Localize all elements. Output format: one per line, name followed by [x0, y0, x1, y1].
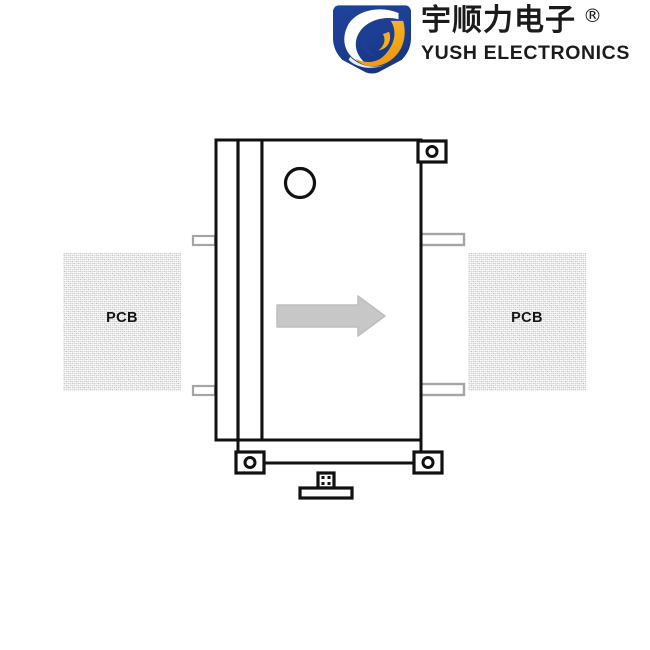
pcb-label: PCB — [511, 310, 543, 326]
mounting-bracket-bottom-left — [234, 450, 266, 475]
pcb-panel-input: PCB — [63, 253, 181, 391]
left-guide-rail-lower — [191, 384, 217, 397]
round-port-icon — [283, 166, 317, 200]
company-logo-header: 宇顺力电子 ® YUSH ELECTRONICS — [333, 2, 645, 80]
registered-trademark-icon: ® — [583, 5, 602, 27]
mounting-bracket-top-right — [416, 139, 448, 164]
yush-swirl-logo-icon — [333, 5, 411, 74]
pcb-label: PCB — [106, 310, 138, 326]
right-guide-rail-lower — [414, 382, 466, 397]
right-guide-rail-upper — [414, 232, 466, 247]
brand-text-block: 宇顺力电子 ® YUSH ELECTRONICS — [421, 2, 630, 65]
machine-housing — [214, 138, 423, 465]
pedestal-foot-icon — [298, 471, 354, 500]
mounting-bracket-bottom-right — [412, 450, 444, 475]
pcb-panel-output: PCB — [468, 253, 586, 391]
left-guide-rail-upper — [191, 234, 217, 247]
brand-name-chinese: 宇顺力电子 — [421, 3, 576, 38]
flow-direction-arrow — [276, 295, 386, 337]
brand-name-english: YUSH ELECTRONICS — [421, 42, 630, 64]
brand-chinese-row: 宇顺力电子 ® — [421, 4, 630, 38]
